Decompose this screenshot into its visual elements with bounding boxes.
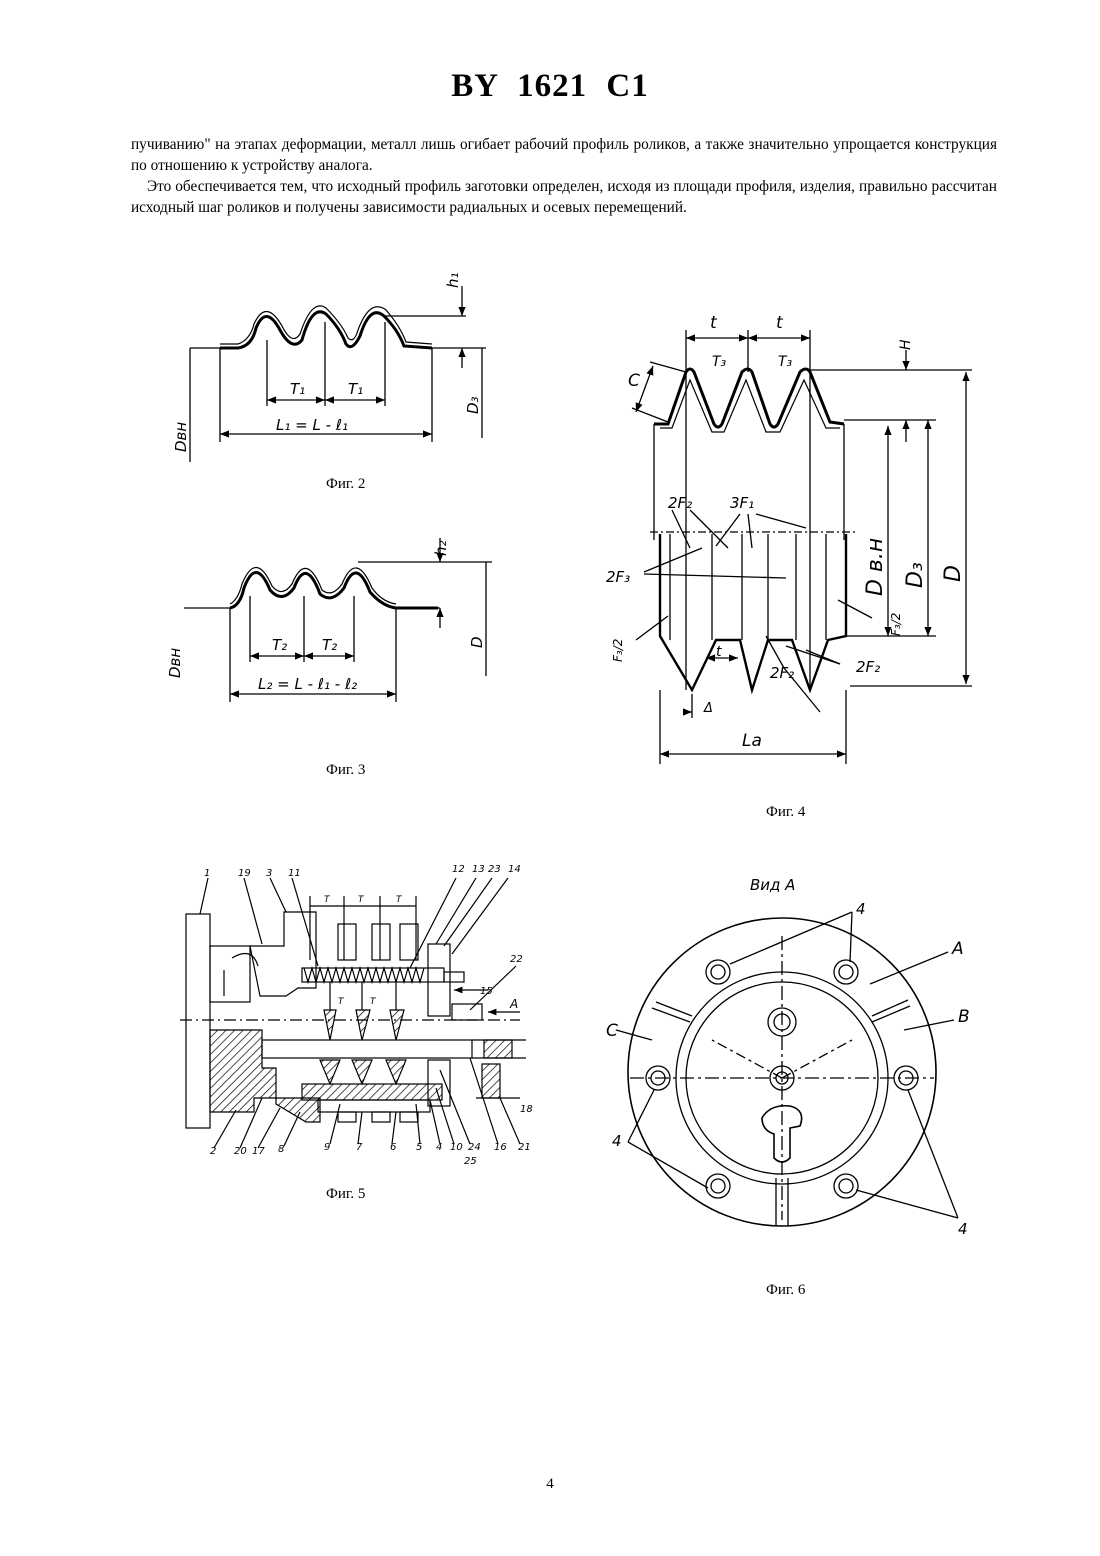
fig5-label-12: 12 <box>452 864 465 875</box>
fig2-label-h1: h₁ <box>444 272 462 288</box>
fig5-label-2: 2 <box>210 1146 216 1157</box>
fig4-label-c: C <box>628 371 640 391</box>
fig5-label-t2: T <box>358 895 365 905</box>
fig4-label-d: D <box>941 565 966 582</box>
figure-5 <box>180 878 526 1148</box>
fig5-label-24: 24 <box>468 1142 481 1153</box>
fig5-label-4: 4 <box>436 1142 442 1153</box>
fig4-label-3f1: 3F₁ <box>730 494 754 512</box>
fig6-label-b: B <box>958 1007 970 1027</box>
fig5-caption: Фиг. 5 <box>326 1186 365 1203</box>
fig5-label-t-inner-2: T <box>370 997 377 1007</box>
fig3-caption: Фиг. 3 <box>326 762 365 779</box>
fig4-label-2f2-right: 2F₂ <box>856 658 880 676</box>
fig6-label-view: Вид А <box>750 876 795 894</box>
fig4-label-2f2-top: 2F₂ <box>668 494 692 512</box>
fig2-caption: Фиг. 2 <box>326 476 365 493</box>
fig3-label-d: D <box>468 636 486 648</box>
fig5-label-19: 19 <box>238 868 251 879</box>
fig4-label-t3-left: T₃ <box>712 354 727 370</box>
fig5-label-13: 13 <box>472 864 485 875</box>
fig4-label-2f3: 2F₃ <box>606 568 630 586</box>
figure-3-labels: T₂ T₂ L₂ = L - ℓ₁ - ℓ₂ h₂ Dвн D <box>166 540 486 693</box>
fig4-caption: Фиг. 4 <box>766 804 805 821</box>
fig3-label-t2-right: T₂ <box>322 636 337 654</box>
fig5-label-18: 18 <box>520 1104 533 1115</box>
fig6-label-4-top: 4 <box>856 900 866 918</box>
fig5-label-7: 7 <box>356 1142 363 1153</box>
fig3-label-dvn: Dвн <box>166 648 184 678</box>
figure-4 <box>632 330 972 764</box>
fig4-label-f3-half-left: F₃/2 <box>611 639 625 662</box>
fig5-label-10: 10 <box>450 1142 463 1153</box>
fig6-caption: Фиг. 6 <box>766 1282 805 1299</box>
fig5-label-16: 16 <box>494 1142 507 1153</box>
fig5-label-t3: T <box>396 895 403 905</box>
page-number: 4 <box>0 1476 1100 1493</box>
fig4-label-d3: D₃ <box>903 562 928 588</box>
fig5-label-14: 14 <box>508 864 521 875</box>
fig4-label-t3-right: T₃ <box>778 354 793 370</box>
fig6-label-4-left: 4 <box>612 1132 622 1150</box>
fig2-label-dvn: Dвн <box>172 422 190 452</box>
fig4-label-t-left: t <box>710 313 718 333</box>
fig4-label-dvn: D в.н <box>863 538 888 596</box>
fig5-label-17: 17 <box>252 1146 265 1157</box>
fig4-label-2f2-mid: 2F₂ <box>770 664 794 682</box>
fig3-label-l2: L₂ = L - ℓ₁ - ℓ₂ <box>258 675 357 693</box>
fig5-label-3: 3 <box>266 868 272 879</box>
fig2-label-l1: L₁ = L - ℓ₁ <box>276 416 348 434</box>
fig4-label-h: H <box>898 339 914 350</box>
fig2-label-d3: D₃ <box>464 396 482 414</box>
figure-6 <box>616 912 958 1226</box>
fig5-label-23: 23 <box>488 864 501 875</box>
fig5-label-1: 1 <box>204 868 210 879</box>
fig5-label-a: A <box>509 997 518 1011</box>
fig4-label-f3-half-right: F₃/2 <box>889 613 903 636</box>
fig5-label-t-inner-1: T <box>338 997 345 1007</box>
fig5-label-8: 8 <box>278 1144 284 1155</box>
fig5-label-20: 20 <box>234 1146 247 1157</box>
figure-2 <box>190 286 486 462</box>
fig6-label-a: A <box>951 939 964 959</box>
fig5-label-22: 22 <box>510 954 523 965</box>
fig6-label-4-right: 4 <box>958 1220 968 1238</box>
fig5-label-11: 11 <box>288 868 301 879</box>
fig3-label-t2-left: T₂ <box>272 636 287 654</box>
fig4-label-t-small: t <box>716 644 722 660</box>
figure-2-labels: T₁ T₁ L₁ = L - ℓ₁ h₁ Dвн D₃ <box>172 272 482 452</box>
fig5-label-21: 21 <box>518 1142 531 1153</box>
fig5-label-9: 9 <box>324 1142 330 1153</box>
fig5-label-15: 15 <box>480 986 493 997</box>
fig6-label-c: C <box>606 1021 618 1041</box>
fig5-label-6: 6 <box>390 1142 396 1153</box>
fig5-label-t1: T <box>324 895 331 905</box>
fig2-label-t1-right: T₁ <box>348 380 363 398</box>
fig5-label-5: 5 <box>416 1142 422 1153</box>
fig4-label-la: Lа <box>742 731 762 751</box>
fig3-label-h2: h₂ <box>432 540 450 556</box>
fig4-label-delta: Δ <box>703 701 713 716</box>
fig5-label-25: 25 <box>464 1156 477 1167</box>
fig2-label-t1-left: T₁ <box>290 380 305 398</box>
fig4-label-t-right: t <box>776 313 784 333</box>
